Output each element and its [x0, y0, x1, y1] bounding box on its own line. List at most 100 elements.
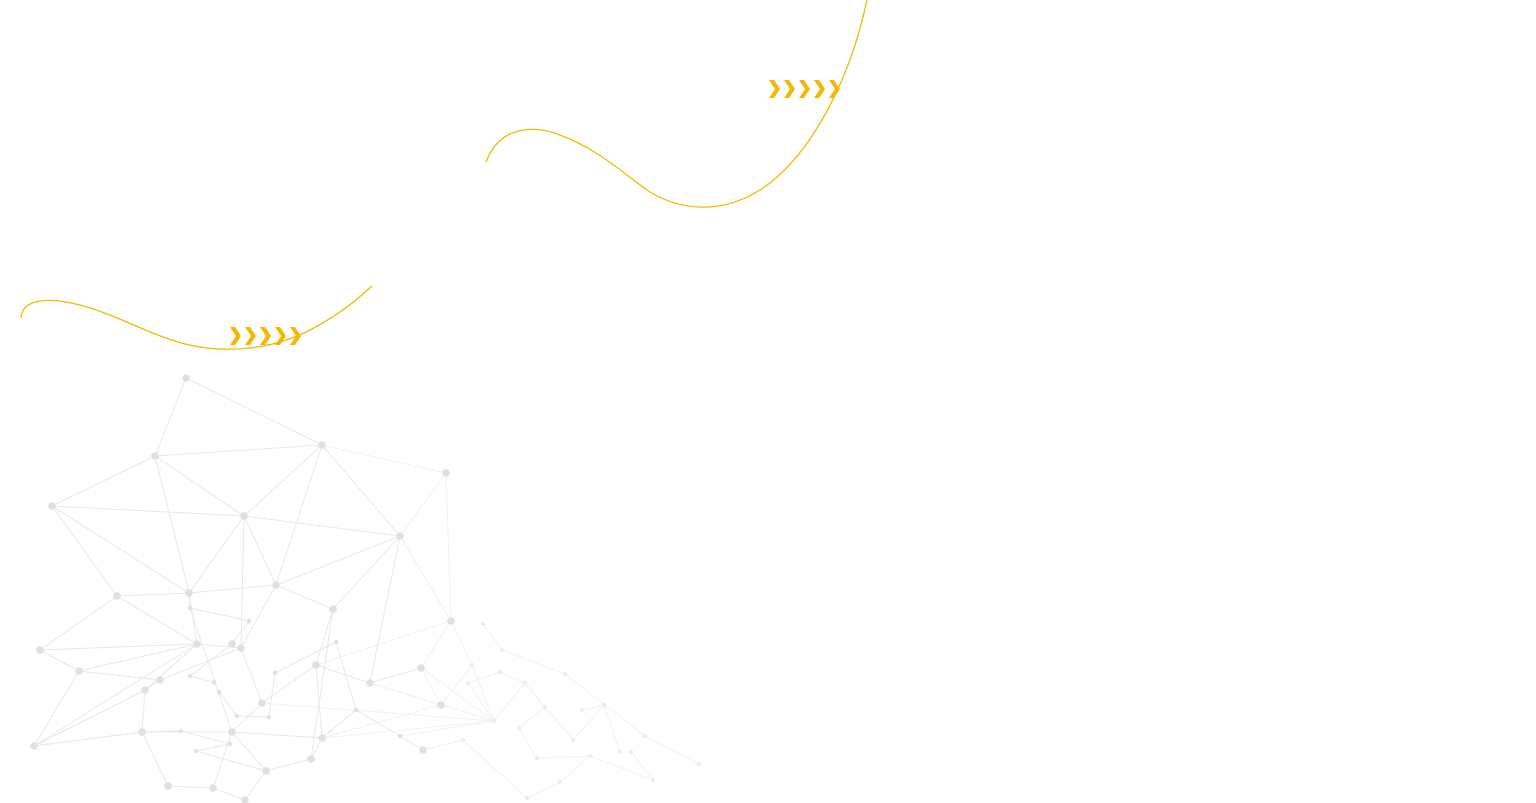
network-edge [275, 535, 401, 586]
network-edge [315, 608, 334, 666]
network-node [209, 784, 217, 792]
chevron-arrows-icon [230, 327, 301, 345]
network-node [497, 669, 503, 675]
network-edge [462, 739, 528, 799]
network-edge [310, 608, 334, 760]
chevron-icon [245, 327, 256, 345]
network-edge [493, 682, 526, 722]
network-edge [154, 377, 187, 457]
network-edge [33, 731, 143, 747]
network-edge [603, 704, 621, 753]
network-edge [440, 664, 473, 706]
network-edge [188, 592, 198, 645]
left-curve-line [20, 285, 373, 350]
network-edge [261, 702, 495, 722]
network-edge [231, 731, 323, 739]
network-node [396, 532, 404, 540]
network-edge [240, 584, 277, 649]
network-edge [275, 444, 323, 586]
network-node [241, 796, 249, 803]
network-edge [265, 758, 312, 772]
network-node [329, 605, 337, 613]
network-edge [189, 643, 233, 677]
network-edge [231, 702, 263, 733]
network-node [579, 707, 585, 713]
network-node [262, 767, 270, 775]
network-node [437, 701, 445, 709]
network-edge [195, 743, 231, 752]
chevron-icon [230, 327, 241, 345]
network-edge [240, 647, 263, 704]
network-node [141, 686, 149, 694]
network-edge [33, 670, 80, 747]
network-node [182, 374, 190, 382]
network-edge [33, 689, 146, 747]
network-edge [78, 670, 161, 681]
network-node [187, 673, 193, 679]
chevron-icon [784, 80, 795, 98]
chevron-icon [769, 80, 780, 98]
network-node [353, 707, 359, 713]
network-node [246, 618, 252, 624]
network-edge [589, 755, 654, 781]
network-node [628, 749, 634, 755]
network-edge [188, 592, 191, 609]
network-edge [355, 709, 401, 737]
network-node [258, 699, 266, 707]
network-edge [188, 515, 245, 594]
network-edge [116, 595, 198, 645]
network-edge [559, 755, 591, 783]
network-edge [501, 649, 566, 675]
network-node [307, 755, 315, 763]
network-node [36, 646, 44, 654]
network-edge [51, 505, 245, 517]
network-edge [420, 667, 495, 722]
network-edge [445, 472, 452, 622]
network-edge [39, 595, 118, 651]
network-edge [321, 444, 401, 537]
network-edge [321, 704, 442, 739]
network-edge [243, 515, 277, 586]
network-node [272, 581, 280, 589]
network-edge [78, 643, 198, 672]
network-edge [526, 781, 561, 799]
network-edge [39, 649, 80, 672]
network-edge [236, 715, 270, 718]
network-edge [218, 691, 238, 717]
network-edge [399, 720, 495, 737]
network-edge [471, 664, 495, 722]
network-edge [243, 444, 323, 517]
network-edge [332, 535, 401, 610]
network-node [480, 621, 486, 627]
network-edge [544, 706, 574, 741]
network-node [234, 713, 240, 719]
network-edge [33, 643, 198, 747]
chevron-icon [829, 80, 840, 98]
network-node [193, 640, 201, 648]
network-edge [51, 505, 118, 597]
network-mesh-lines [33, 377, 700, 801]
network-edge [644, 735, 700, 765]
network-edge [212, 787, 246, 801]
network-edge [321, 444, 447, 474]
network-node [499, 647, 505, 653]
network-node [48, 502, 56, 510]
network-edge [321, 720, 495, 739]
network-edge [275, 584, 334, 610]
network-node [447, 617, 455, 625]
network-edge [195, 750, 267, 772]
network-node [30, 742, 38, 750]
network-node [312, 661, 320, 669]
network-edge [141, 730, 182, 733]
network-node [178, 728, 184, 734]
network-edge [213, 681, 220, 693]
network-node [601, 702, 607, 708]
network-edge [524, 682, 546, 708]
network-edge [499, 671, 526, 684]
network-edge [189, 675, 215, 683]
network-node [417, 664, 425, 672]
network-node [113, 592, 121, 600]
network-edge [154, 444, 323, 457]
chevron-icon [275, 327, 286, 345]
